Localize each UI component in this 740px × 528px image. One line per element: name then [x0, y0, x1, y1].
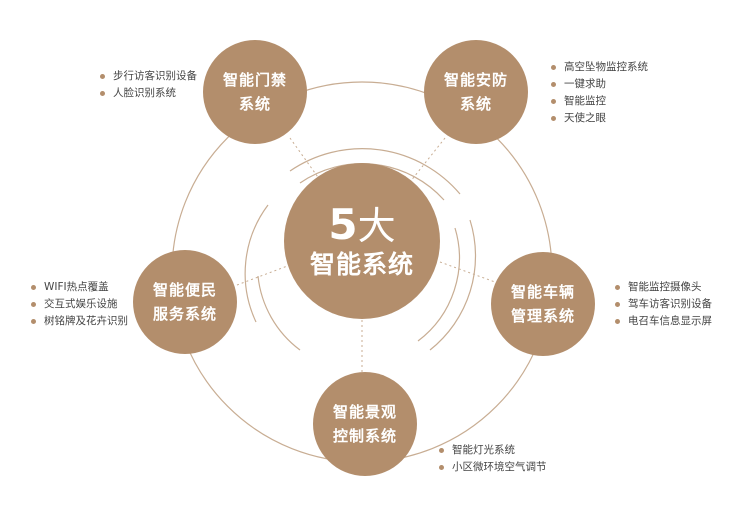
center-circle: 5大 智能系统: [284, 163, 440, 319]
node-title-line2: 控制系统: [332, 427, 397, 445]
inner-arc-6: [257, 275, 301, 351]
node-title-line2: 管理系统: [510, 307, 575, 325]
list-item-text: 小区微环境空气调节: [452, 461, 547, 473]
list-item-text: 步行访客识别设备: [113, 70, 197, 82]
node-title-line1: 智能安防: [443, 71, 508, 89]
list-item-text: 电召车信息显示屏: [628, 315, 712, 327]
spoke-vehicle: [439, 261, 496, 283]
bullet-dot: [31, 319, 36, 324]
list-item-text: 智能灯光系统: [452, 444, 515, 456]
list-item: 一键求助: [550, 76, 648, 93]
list-item: 驾车访客识别设备: [614, 296, 712, 313]
security-feature-list: 高空坠物监控系统 一键求助 智能监控 天使之眼: [550, 59, 648, 127]
list-item: 电召车信息显示屏: [614, 313, 712, 330]
bullet-dot: [615, 285, 620, 290]
bullet-dot: [439, 448, 444, 453]
center-title: 智能系统: [309, 249, 414, 279]
node-title-line1: 智能景观: [332, 403, 397, 421]
inner-arc-3: [417, 227, 460, 342]
list-item: 智能灯光系统: [438, 442, 547, 459]
inner-arc-4: [429, 219, 477, 351]
list-item: 小区微环境空气调节: [438, 459, 547, 476]
bullet-dot: [31, 285, 36, 290]
node-title-line2: 系统: [459, 95, 492, 113]
list-item-text: 交互式娱乐设施: [44, 298, 118, 310]
list-item-text: 驾车访客识别设备: [628, 298, 712, 310]
bullet-dot: [100, 91, 105, 96]
list-item: 交互式娱乐设施: [30, 296, 128, 313]
node-convenience-circle: 智能便民 服务系统: [133, 250, 237, 354]
list-item: 天使之眼: [550, 110, 648, 127]
spoke-access: [289, 137, 321, 181]
bullet-dot: [551, 82, 556, 87]
spoke-security: [409, 137, 446, 183]
node-vehicle-circle: 智能车辆 管理系统: [491, 252, 595, 356]
node-landscape-circle: 智能景观 控制系统: [313, 372, 417, 476]
list-item: 步行访客识别设备: [99, 68, 197, 85]
list-item-text: WIFI热点覆盖: [44, 281, 109, 293]
center-number: 5大: [328, 199, 396, 249]
bullet-dot: [31, 302, 36, 307]
inner-arc-5: [244, 204, 269, 323]
list-item-text: 树铭牌及花卉识别: [44, 315, 128, 327]
node-title-line1: 智能便民: [152, 281, 217, 299]
node-title-line1: 智能门禁: [222, 71, 287, 89]
center-number-suffix: 大: [357, 203, 396, 248]
node-title-line2: 服务系统: [152, 305, 217, 323]
list-item-text: 智能监控: [564, 95, 606, 107]
list-item: 人脸识别系统: [99, 85, 197, 102]
bullet-dot: [615, 319, 620, 324]
node-title-line2: 系统: [238, 95, 271, 113]
list-item: 树铭牌及花卉识别: [30, 313, 128, 330]
list-item: 高空坠物监控系统: [550, 59, 648, 76]
convenience-feature-list: WIFI热点覆盖 交互式娱乐设施 树铭牌及花卉识别: [30, 279, 128, 330]
list-item-text: 一键求助: [564, 78, 606, 90]
bullet-dot: [551, 116, 556, 121]
node-title-line1: 智能车辆: [510, 283, 575, 301]
inner-arc-1: [289, 148, 461, 195]
landscape-feature-list: 智能灯光系统 小区微环境空气调节: [438, 442, 547, 476]
list-item-text: 高空坠物监控系统: [564, 61, 648, 73]
vehicle-feature-list: 智能监控摄像头 驾车访客识别设备 电召车信息显示屏: [614, 279, 712, 330]
bullet-dot: [615, 302, 620, 307]
list-item-text: 智能监控摄像头: [628, 281, 702, 293]
access-feature-list: 步行访客识别设备 人脸识别系统: [99, 68, 197, 102]
bullet-dot: [100, 74, 105, 79]
bullet-dot: [439, 465, 444, 470]
bullet-dot: [551, 99, 556, 104]
list-item: WIFI热点覆盖: [30, 279, 128, 296]
bullet-dot: [551, 65, 556, 70]
node-access-circle: 智能门禁 系统: [203, 40, 307, 144]
list-item: 智能监控: [550, 93, 648, 110]
list-item: 智能监控摄像头: [614, 279, 712, 296]
list-item-text: 天使之眼: [564, 112, 606, 124]
list-item-text: 人脸识别系统: [113, 87, 176, 99]
node-security-circle: 智能安防 系统: [424, 40, 528, 144]
